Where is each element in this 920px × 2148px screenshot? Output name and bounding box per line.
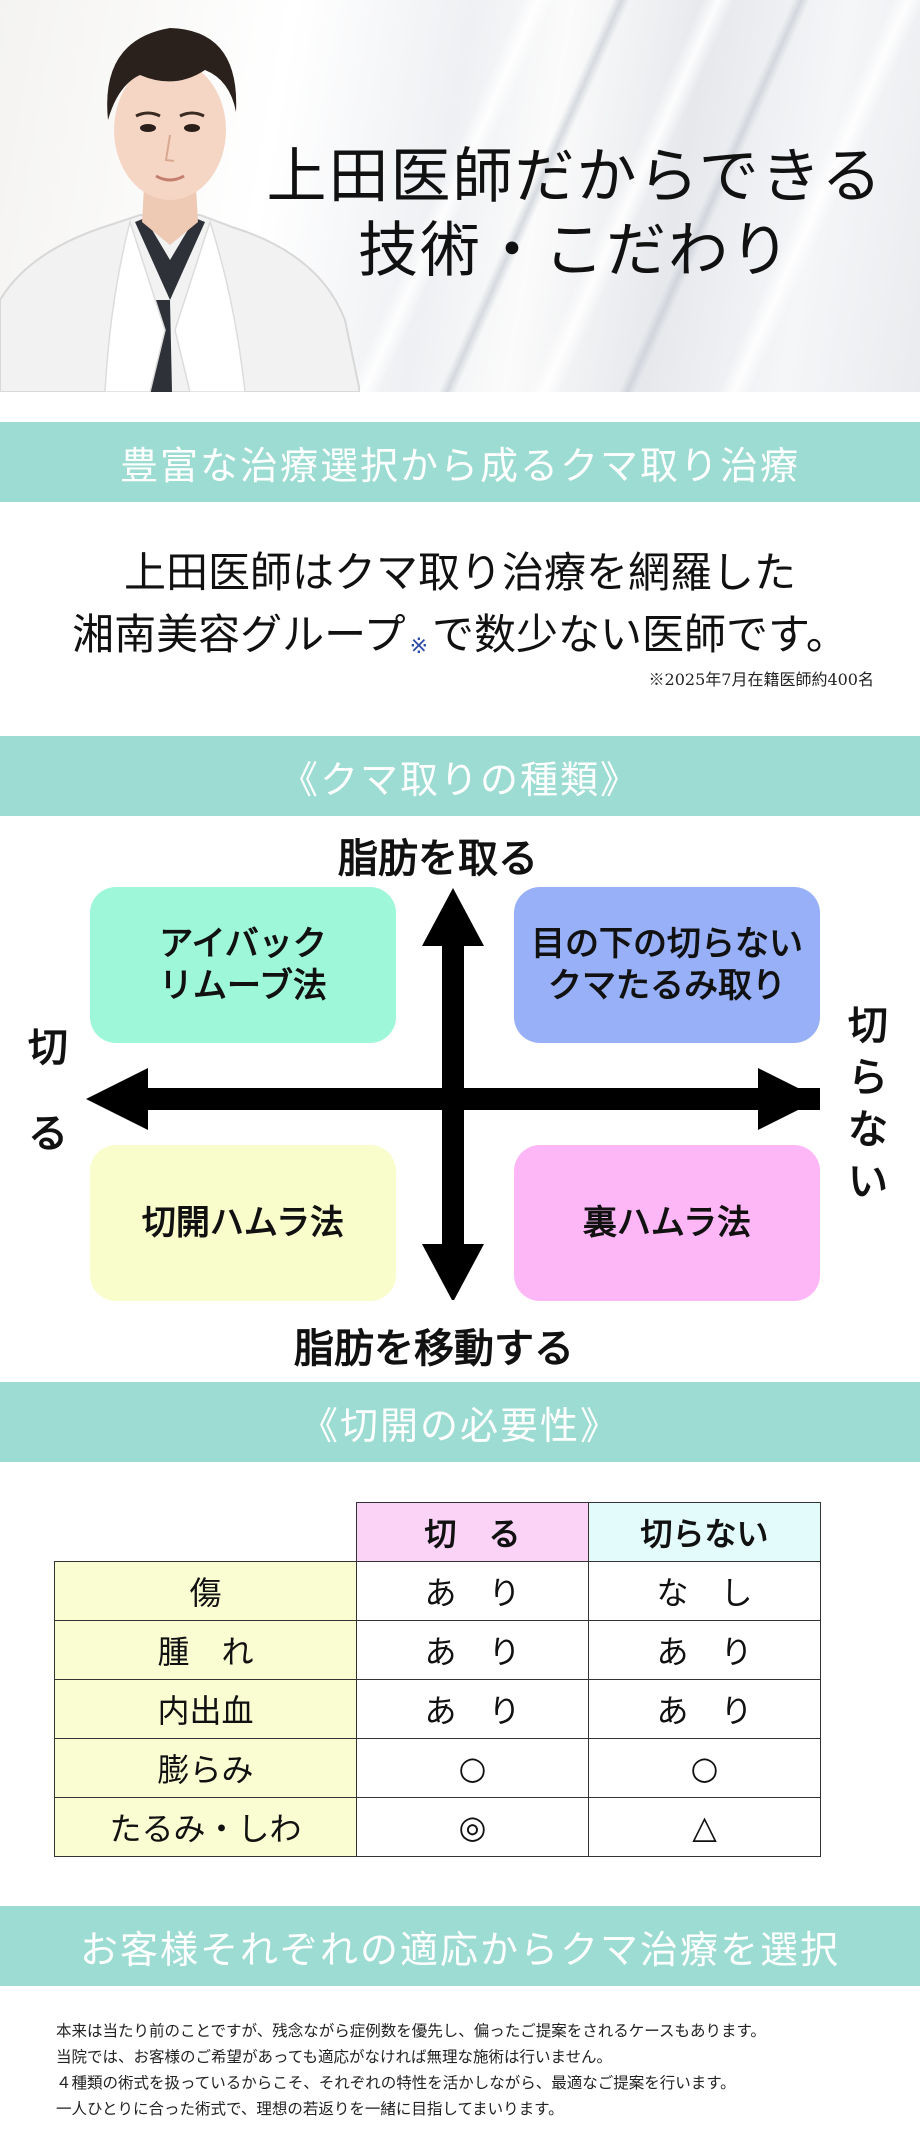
row-label: 膨らみ <box>54 1738 357 1798</box>
closing-line: ４種類の術式を扱っているからこそ、それぞれの特性を活かしながら、最適なご提案を行… <box>56 2074 736 2092</box>
box-label-line: リムーブ法 <box>159 966 327 1006</box>
table-row: たるみ・しわ ◎ △ <box>54 1797 821 1857</box>
row-label: 傷 <box>54 1561 357 1621</box>
hero-title: 上田医師だからできる 技術・こだわり <box>250 140 900 288</box>
axis-label-bottom: 脂肪を移動する <box>294 1325 574 1372</box>
table-row: 腫 れ あ り あ り <box>54 1620 821 1680</box>
cell-nocut-triangle: △ <box>588 1797 821 1857</box>
intro-line-2: 湘南美容グループ※で数少ない医師です。 <box>0 604 920 678</box>
cell-cut: あ り <box>356 1561 589 1621</box>
col-header-cut: 切 る <box>356 1502 589 1562</box>
row-label: たるみ・しわ <box>54 1797 357 1857</box>
hero-title-line-2: 技術・こだわり <box>358 216 792 286</box>
arrow-head-right <box>758 1068 820 1130</box>
closing-line: 当院では、お客様のご希望があっても適応がなければ無理な施術は行いません。 <box>56 2048 612 2066</box>
box-label-line: アイバック <box>159 924 327 964</box>
horizontal-axis-arrow <box>140 1088 820 1110</box>
table-row: 膨らみ ○ ○ <box>54 1738 821 1798</box>
box-label-line: 切開ハムラ法 <box>141 1203 345 1243</box>
cell-nocut: あ り <box>588 1620 821 1680</box>
cell-cut: あ り <box>356 1679 589 1739</box>
box-label-line: 裏ハムラ法 <box>582 1203 752 1243</box>
axis-right-char: ら <box>848 1054 888 1101</box>
intro-line-1: 上田医師はクマ取り治療を網羅した <box>123 548 796 597</box>
box-incision-hamra: 切開ハムラ法 <box>90 1145 396 1301</box>
footnote-mark: ※ <box>409 634 429 659</box>
cell-cut-double-circle: ◎ <box>356 1797 589 1857</box>
closing-line: 一人ひとりに合った術式で、理想の若返りを一緒に目指してまいります。 <box>56 2100 564 2118</box>
table-header-row: 切 る 切らない <box>54 1502 821 1562</box>
cell-cut-circle: ○ <box>356 1738 589 1798</box>
section-heading-text: 《切開の必要性》 <box>299 1403 620 1448</box>
axis-label-right: 切 ら な い <box>846 1000 890 1208</box>
arrow-head-up <box>422 888 484 946</box>
cell-cut: あ り <box>356 1620 589 1680</box>
intro-line-2-end: で数少ない医師です。 <box>432 610 848 659</box>
arrow-head-left <box>86 1068 148 1130</box>
doctor-photo <box>0 28 360 392</box>
closing-line: 本来は当たり前のことですが、残念ながら症例数を優先し、偏ったご提案をされるケース… <box>56 2022 766 2040</box>
hero-title-line-1: 上田医師だからできる <box>266 142 884 212</box>
cell-nocut: な し <box>588 1561 821 1621</box>
intro-text: 上田医師はクマ取り治療を網羅した 湘南美容グループ※で数少ない医師です。 <box>0 542 920 678</box>
necessity-table: 切 る 切らない 傷 あ り な し 腫 れ あ り あ り 内出血 あ り あ… <box>54 1502 821 1857</box>
hero-banner: 上田医師だからできる 技術・こだわり <box>0 0 920 392</box>
table-corner <box>54 1502 357 1562</box>
row-label: 内出血 <box>54 1679 357 1739</box>
section-heading-types: 《クマ取りの種類》 <box>0 736 920 816</box>
col-header-nocut: 切らない <box>588 1502 821 1562</box>
box-label-line: 目の下の切らない <box>531 924 803 964</box>
cell-nocut: あ り <box>588 1679 821 1739</box>
axis-left-char: る <box>28 1110 68 1157</box>
section-heading-text: 《クマ取りの種類》 <box>279 757 640 802</box>
box-eyebag-remove: アイバック リムーブ法 <box>90 887 396 1043</box>
row-label: 腫 れ <box>54 1620 357 1680</box>
vertical-axis-arrow <box>442 940 464 1250</box>
box-inner-hamra: 裏ハムラ法 <box>514 1145 820 1301</box>
axis-left-char: 切 <box>28 1024 68 1071</box>
box-label-line: クマたるみ取り <box>548 966 786 1006</box>
axis-right-char: な <box>848 1106 888 1153</box>
section-heading-text: お客様それぞれの適応からクマ治療を選択 <box>79 1927 840 1972</box>
intro-group-name: 湘南美容グループ <box>72 610 406 659</box>
section-heading-necessity: 《切開の必要性》 <box>0 1382 920 1462</box>
table-row: 傷 あ り な し <box>54 1561 821 1621</box>
axis-label-top: 脂肪を取る <box>338 835 538 882</box>
section-heading-treatment-options: 豊富な治療選択から成るクマ取り治療 <box>0 422 920 502</box>
arrow-head-down <box>422 1244 484 1300</box>
footnote-text: ※2025年7月在籍医師約400名 <box>648 670 874 689</box>
axis-label-left: 切 る <box>26 1022 70 1160</box>
box-noncut-sagging: 目の下の切らない クマたるみ取り <box>514 887 820 1043</box>
section-heading-selection: お客様それぞれの適応からクマ治療を選択 <box>0 1906 920 1986</box>
closing-text: 本来は当たり前のことですが、残念ながら症例数を優先し、偏ったご提案をされるケース… <box>56 2018 876 2122</box>
quadrant-arrows <box>86 888 820 1300</box>
table-row: 内出血 あ り あ り <box>54 1679 821 1739</box>
axis-right-char: い <box>848 1158 888 1205</box>
axis-right-char: 切 <box>848 1002 888 1049</box>
section-heading-text: 豊富な治療選択から成るクマ取り治療 <box>119 443 800 488</box>
cell-nocut-circle: ○ <box>588 1738 821 1798</box>
